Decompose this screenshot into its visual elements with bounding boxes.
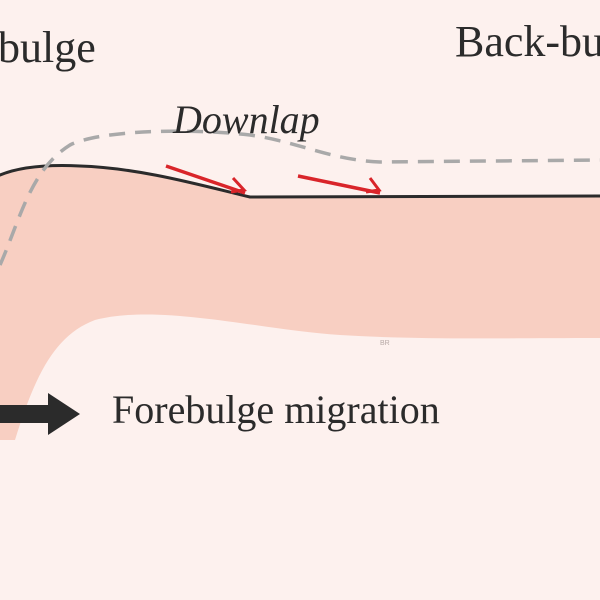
downlap-label: Downlap [173, 97, 320, 142]
forebulge-migration-label: Forebulge migration [112, 387, 440, 432]
sediment-strata-body [0, 165, 600, 440]
back-bulge-label: Back-bu [455, 17, 600, 66]
small-mark-label: BR [380, 340, 390, 347]
forebulge-label: bulge [0, 23, 96, 72]
former-surface-dashed-line [0, 129, 600, 266]
downlap-arrow-icon [297, 174, 382, 195]
downlap-arrow-icon [165, 164, 248, 195]
depositional-surface-line [0, 164, 600, 199]
migration-arrow-icon [0, 393, 80, 435]
